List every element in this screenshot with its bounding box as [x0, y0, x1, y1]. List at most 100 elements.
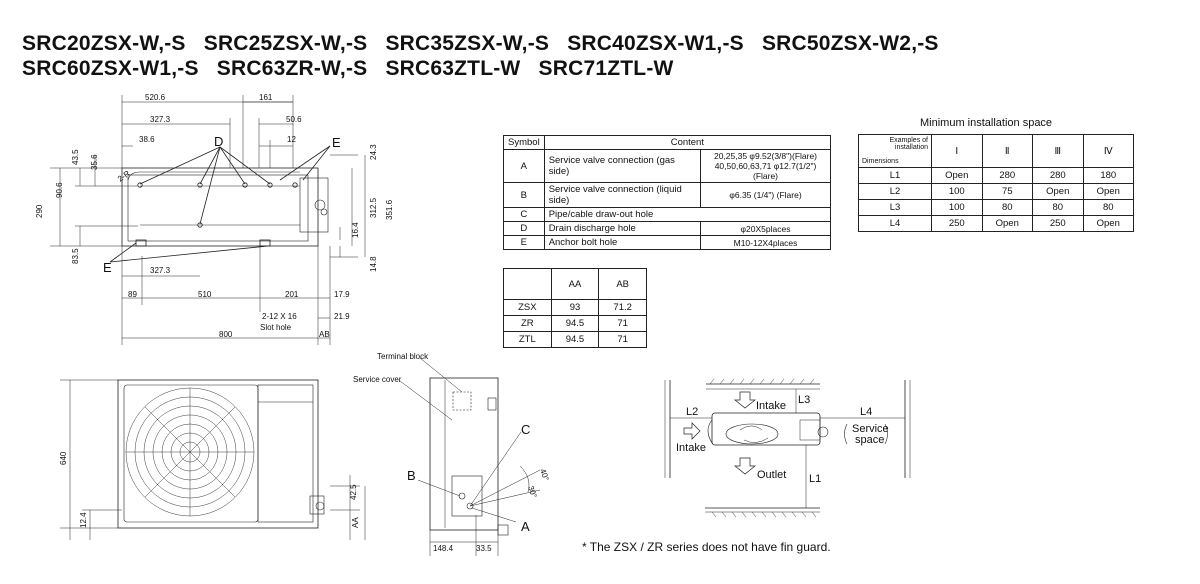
- angle-30: 30°: [526, 485, 539, 499]
- table-row: D Drain discharge hole φ20X5places: [503, 221, 831, 236]
- label-b: B: [407, 468, 416, 483]
- value-cell: 250: [931, 215, 983, 232]
- value-cell: Open: [1032, 183, 1084, 200]
- table-row: ZSX 93 71.2: [503, 299, 647, 316]
- spec-cell: M10-12X4places: [700, 235, 831, 250]
- dim-510: 510: [198, 290, 212, 299]
- value-cell: 100: [931, 183, 983, 200]
- outlet-label: Outlet: [757, 469, 786, 481]
- top-view: [50, 95, 366, 345]
- installation-diagram: [664, 378, 911, 518]
- symbol-cell: A: [503, 149, 545, 183]
- value-cell: 250: [1032, 215, 1084, 232]
- label-e-top: E: [332, 135, 341, 150]
- aa-table-header: AA AB: [503, 268, 647, 300]
- dim-520-6: 520.6: [145, 93, 166, 102]
- min-space-title: Minimum installation space: [920, 117, 1053, 129]
- label-l1: L1: [809, 473, 821, 485]
- table-row: L1 Open 280 280 180: [858, 167, 1134, 184]
- col-3-header: Ⅲ: [1032, 134, 1084, 168]
- aa-ab-table: AA AB ZSX 93 71.2 ZR 94.5 71 ZTL 94.5 71: [503, 268, 647, 348]
- model-list-line-2: SRC60ZSX-W1,-S SRC63ZR-W,-S SRC63ZTL-W S…: [22, 57, 674, 80]
- table-row: ZTL 94.5 71: [503, 331, 647, 348]
- symbol-cell: B: [503, 182, 545, 208]
- front-view-dimensions: 640 42.5 12.4 AA: [59, 451, 360, 528]
- dim-33-5: 33.5: [476, 544, 492, 553]
- series-cell: ZTL: [503, 331, 552, 348]
- series-cell: ZSX: [503, 299, 552, 316]
- front-view: [60, 379, 366, 540]
- col-1-header: Ⅰ: [931, 134, 983, 168]
- dimension-cell: L3: [858, 199, 932, 216]
- side-view: [399, 357, 541, 556]
- blank-header: [503, 268, 552, 300]
- value-cell: Open: [931, 167, 983, 184]
- dim-17-9: 17.9: [334, 290, 350, 299]
- value-cell: 80: [1032, 199, 1084, 216]
- symbol-cell: C: [503, 207, 545, 222]
- value-cell: 80: [1082, 199, 1134, 216]
- service-space-line-2: space: [855, 434, 884, 446]
- col-4-header: Ⅳ: [1082, 134, 1134, 168]
- model-list-line-1: SRC20ZSX-W,-S SRC25ZSX-W,-S SRC35ZSX-W,-…: [22, 32, 939, 55]
- footnote: * The ZSX / ZR series does not have fin …: [582, 540, 831, 554]
- min-space-table: Examples of installation Dimensions Ⅰ Ⅱ …: [858, 134, 1134, 232]
- dimension-cell: L4: [858, 215, 932, 232]
- dim-21-9: 21.9: [334, 312, 350, 321]
- spec-cell: φ20X5places: [700, 221, 831, 236]
- table-row: L3 100 80 80 80: [858, 199, 1134, 216]
- symbol-table: Symbol Content A Service valve connectio…: [503, 135, 832, 250]
- dim-83-5: 83.5: [71, 248, 80, 264]
- dim-50-6: 50.6: [286, 115, 302, 124]
- dim-90-6: 90.6: [55, 182, 64, 198]
- spec-cell: 20,25,35 φ9.52(3/8")(Flare) 40,50,60,63,…: [700, 149, 831, 183]
- intake-top-label: Intake: [756, 400, 786, 412]
- content-header: Content: [543, 135, 832, 150]
- content-cell: Service valve connection (liquid side): [543, 182, 702, 208]
- table-row: ZR 94.5 71: [503, 315, 647, 332]
- service-cover-label: Service cover: [353, 375, 402, 384]
- label-d: D: [214, 134, 223, 149]
- dim-aa: AA: [351, 517, 360, 528]
- value-cell: 75: [981, 183, 1033, 200]
- dimension-cell: L1: [858, 167, 932, 184]
- slot-size: 2-12 X 16: [262, 312, 297, 321]
- corner-dimensions: Dimensions: [862, 158, 899, 165]
- spec-cell: φ6.35 (1/4") (Flare): [700, 182, 831, 208]
- value-cell: Open: [1082, 215, 1134, 232]
- symbol-header: Symbol: [503, 135, 545, 150]
- top-view-dimensions: 520.6 327.3 38.6 161 50.6 12 43.5 35.6 9…: [35, 93, 394, 339]
- table-row: E Anchor bolt hole M10-12X4places: [503, 235, 831, 250]
- ab-cell: 71: [598, 331, 647, 348]
- label-l4: L4: [860, 406, 872, 418]
- dim-201: 201: [285, 290, 299, 299]
- label-c: C: [521, 422, 530, 437]
- aa-cell: 94.5: [550, 331, 600, 348]
- spec-line-2: 40,50,60,63,71 φ12.7(1/2")(Flare): [714, 161, 817, 181]
- table-row: C Pipe/cable draw-out hole: [503, 207, 832, 222]
- dim-35-6: 35.6: [90, 154, 99, 170]
- dim-327-3-top: 327.3: [150, 115, 171, 124]
- dim-38-6: 38.6: [139, 135, 155, 144]
- dim-148-4: 148.4: [433, 544, 454, 553]
- content-cell: Drain discharge hole: [543, 221, 702, 236]
- spec-line-1: 20,25,35 φ9.52(3/8")(Flare): [713, 151, 818, 161]
- value-cell: 100: [931, 199, 983, 216]
- slot-hole-label: Slot hole: [260, 323, 292, 332]
- terminal-block-label: Terminal block: [377, 352, 429, 361]
- dim-327-3-bottom: 327.3: [150, 266, 171, 275]
- label-l2: L2: [686, 406, 698, 418]
- value-cell: 280: [1032, 167, 1084, 184]
- corner-radius: 2-R: [116, 169, 132, 184]
- table-row: L4 250 Open 250 Open: [858, 215, 1134, 232]
- label-a: A: [521, 519, 530, 534]
- min-space-header: Examples of installation Dimensions Ⅰ Ⅱ …: [858, 134, 1134, 168]
- symbol-cell: E: [503, 235, 545, 250]
- intake-left-label: Intake: [676, 442, 706, 454]
- dim-12-4: 12.4: [79, 512, 88, 528]
- symbol-cell: D: [503, 221, 545, 236]
- series-cell: ZR: [503, 315, 552, 332]
- value-cell: 180: [1082, 167, 1134, 184]
